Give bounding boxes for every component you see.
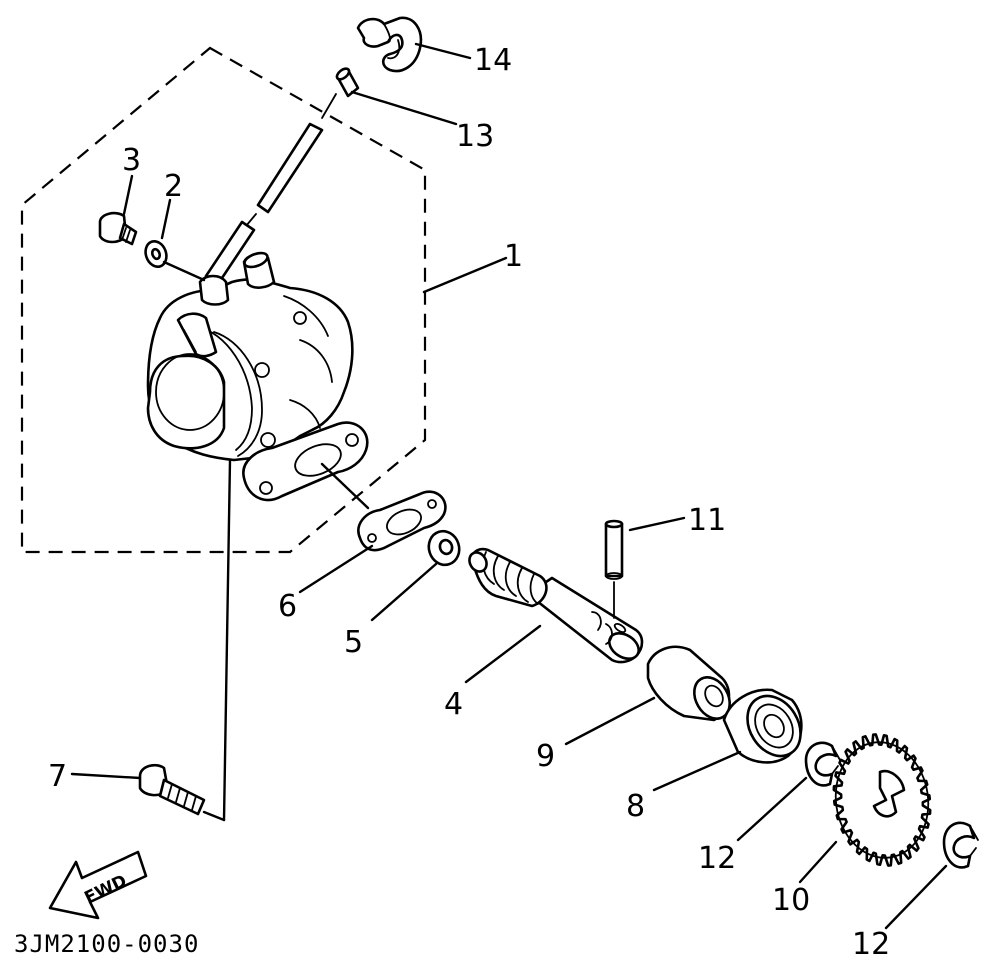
callout-5: 5 xyxy=(344,625,363,660)
callout-9: 9 xyxy=(536,739,555,774)
callout-10: 10 xyxy=(772,883,810,918)
callout-6: 6 xyxy=(278,589,297,624)
delivery-pipe xyxy=(204,93,337,286)
part-14-clip xyxy=(356,16,423,73)
callout-12-lower: 12 xyxy=(852,927,890,962)
callout-8: 8 xyxy=(626,789,645,824)
part-5-oil-seal xyxy=(427,529,461,567)
part-4-drive-shaft xyxy=(468,547,644,664)
part-3-screw xyxy=(98,211,138,246)
callout-7: 7 xyxy=(48,759,67,794)
callout-11: 11 xyxy=(688,503,726,538)
part-12-circlip-lower xyxy=(942,821,979,869)
part-9-collar xyxy=(646,645,731,722)
callout-13: 13 xyxy=(456,119,494,154)
drawing-code: 3JM2100-0030 xyxy=(14,930,199,958)
part-2-washer xyxy=(144,240,168,268)
callout-1: 1 xyxy=(504,239,523,274)
part-10-driven-gear xyxy=(832,733,932,867)
part-8-bearing xyxy=(722,688,803,764)
callout-14: 14 xyxy=(474,43,512,78)
part-7-bolt xyxy=(138,763,206,816)
part-6-gasket xyxy=(357,490,447,552)
part-11-pin xyxy=(604,519,624,619)
leader-lines xyxy=(70,42,948,930)
fwd-direction-arrow: FWD xyxy=(48,850,148,920)
part-12-circlip-upper xyxy=(804,741,841,787)
callout-2: 2 xyxy=(164,169,183,204)
callout-4: 4 xyxy=(444,687,463,722)
part-1-pump-assembly xyxy=(146,251,369,502)
assembly-boundary xyxy=(20,46,427,554)
part-13-sleeve xyxy=(335,67,360,98)
callout-12-upper: 12 xyxy=(698,841,736,876)
callout-3: 3 xyxy=(122,143,141,178)
